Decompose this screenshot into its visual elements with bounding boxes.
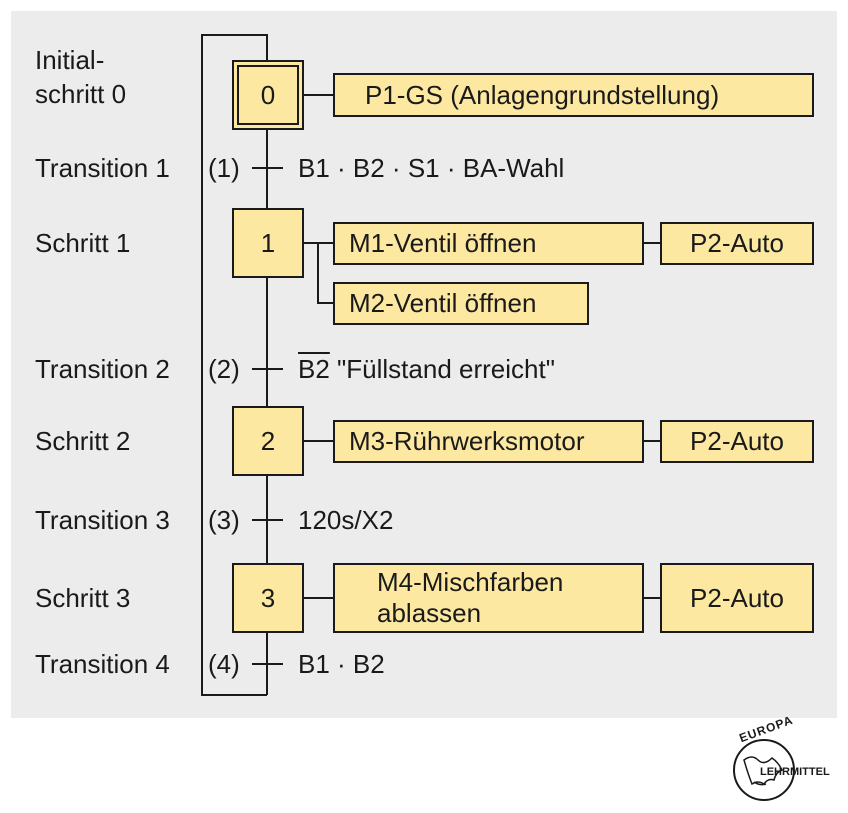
transition-4-label: Transition 4 — [35, 649, 170, 679]
transition-3-label: Transition 3 — [35, 505, 170, 535]
initial-step-box: 0 — [237, 65, 299, 125]
transition-2-text: "Füllstand erreicht" — [337, 354, 555, 384]
transition-4-number: (4) — [208, 649, 240, 679]
logo-bottom-text: LEHRMITTEL — [760, 766, 830, 778]
action-step-0: P1-GS (Anlagengrundstellung) — [333, 73, 814, 117]
action-step-2-m3: M3-Rührwerksmotor — [333, 420, 644, 463]
action-step-1-p2: P2-Auto — [660, 222, 814, 265]
action-step-3-m4: M4-Mischfarben ablassen — [333, 563, 644, 633]
transition-2-label: Transition 2 — [35, 354, 170, 384]
initial-step-label-line1: Initial- — [35, 45, 105, 75]
step-3-box: 3 — [232, 563, 304, 633]
transition-2-signal: B2 — [298, 354, 330, 384]
action-link-1b — [317, 243, 334, 304]
transition-1-number: (1) — [208, 153, 240, 183]
step-1-label: Schritt 1 — [35, 228, 131, 258]
transition-1-condition: B1 · B2 · S1 · BA-Wahl — [298, 153, 565, 183]
transition-4-condition: B1 · B2 — [298, 649, 385, 679]
action-step-1-m2: M2-Ventil öffnen — [333, 282, 589, 325]
europa-lehrmittel-logo: EUROPA LEHRMITTEL — [700, 713, 840, 810]
step-2-label: Schritt 2 — [35, 426, 131, 456]
action-step-1-m1: M1-Ventil öffnen — [333, 222, 644, 265]
action-step-3-m4-line1: M4-Mischfarben — [377, 567, 564, 597]
step-1-box: 1 — [232, 208, 304, 278]
step-3-label: Schritt 3 — [35, 583, 131, 613]
return-loop-line — [201, 34, 268, 696]
initial-step-label-line2: schritt 0 — [35, 79, 127, 109]
transition-1-label: Transition 1 — [35, 153, 170, 183]
step-2-box: 2 — [232, 406, 304, 476]
transition-2-number: (2) — [208, 354, 240, 384]
action-step-3-p2: P2-Auto — [660, 563, 814, 633]
globe-icon — [733, 739, 795, 801]
transition-3-number: (3) — [208, 505, 240, 535]
action-step-2-p2: P2-Auto — [660, 420, 814, 463]
transition-3-condition: 120s/X2 — [298, 505, 394, 535]
transition-2-condition: B2 "Füllstand erreicht" — [298, 354, 555, 384]
action-step-3-m4-line2: ablassen — [377, 598, 482, 628]
